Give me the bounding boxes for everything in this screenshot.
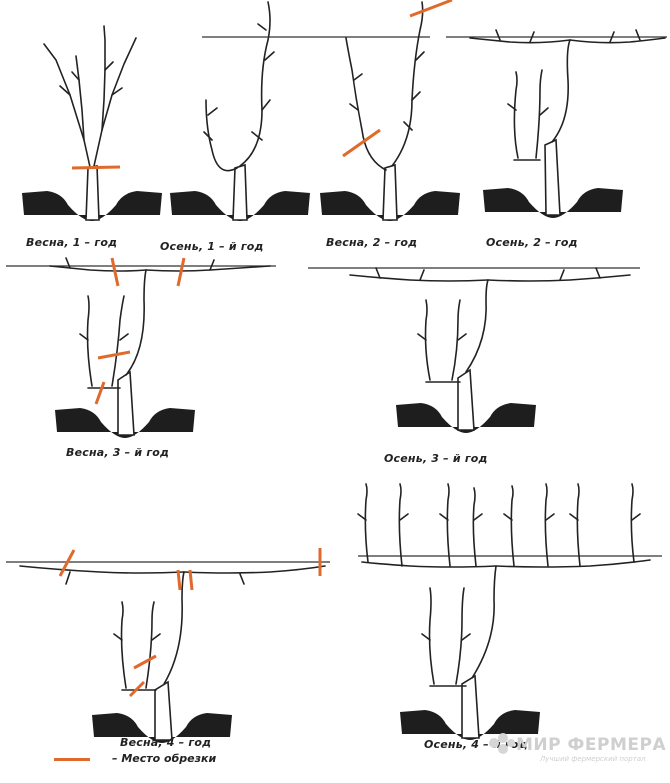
watermark-title: МИР ФЕРМЕРА xyxy=(516,735,667,755)
panel-spring-4 xyxy=(19,548,326,743)
caption-spring-4: Весна, 4 – год xyxy=(120,736,212,749)
caption-autumn-1: Осень, 1 – й год xyxy=(160,240,264,253)
panel-autumn-4 xyxy=(357,483,651,740)
caption-autumn-2: Осень, 2 – год xyxy=(486,236,578,249)
panel-spring-1 xyxy=(22,25,162,221)
panel-autumn-1 xyxy=(170,1,310,221)
watermark-logo-icon xyxy=(486,730,516,760)
legend-label: – Место обрезки xyxy=(112,752,217,765)
cut-mark xyxy=(94,381,106,405)
cut-mark xyxy=(110,257,120,287)
cut-mark xyxy=(409,0,453,18)
caption-spring-2: Весна, 2 – год xyxy=(326,236,418,249)
caption-autumn-3: Осень, 3 – й год xyxy=(384,452,488,465)
panel-autumn-2 xyxy=(469,29,666,218)
panel-spring-3 xyxy=(49,257,271,438)
watermark-subtitle: Лучший фермерский портал xyxy=(540,755,646,763)
cut-mark xyxy=(58,549,76,577)
cut-mark xyxy=(97,350,131,360)
panel-autumn-3 xyxy=(349,267,631,433)
cut-mark xyxy=(188,569,194,591)
caption-spring-1: Весна, 1 – год xyxy=(26,236,118,249)
legend-cut-swatch xyxy=(54,758,90,761)
cut-mark xyxy=(71,165,121,170)
cut-mark xyxy=(342,128,381,158)
cut-mark xyxy=(133,654,157,670)
panel-spring-2 xyxy=(320,0,460,221)
cut-mark xyxy=(176,569,182,591)
cut-mark xyxy=(128,680,146,698)
cut-mark xyxy=(176,257,186,287)
caption-spring-3: Весна, 3 – й год xyxy=(66,446,170,459)
